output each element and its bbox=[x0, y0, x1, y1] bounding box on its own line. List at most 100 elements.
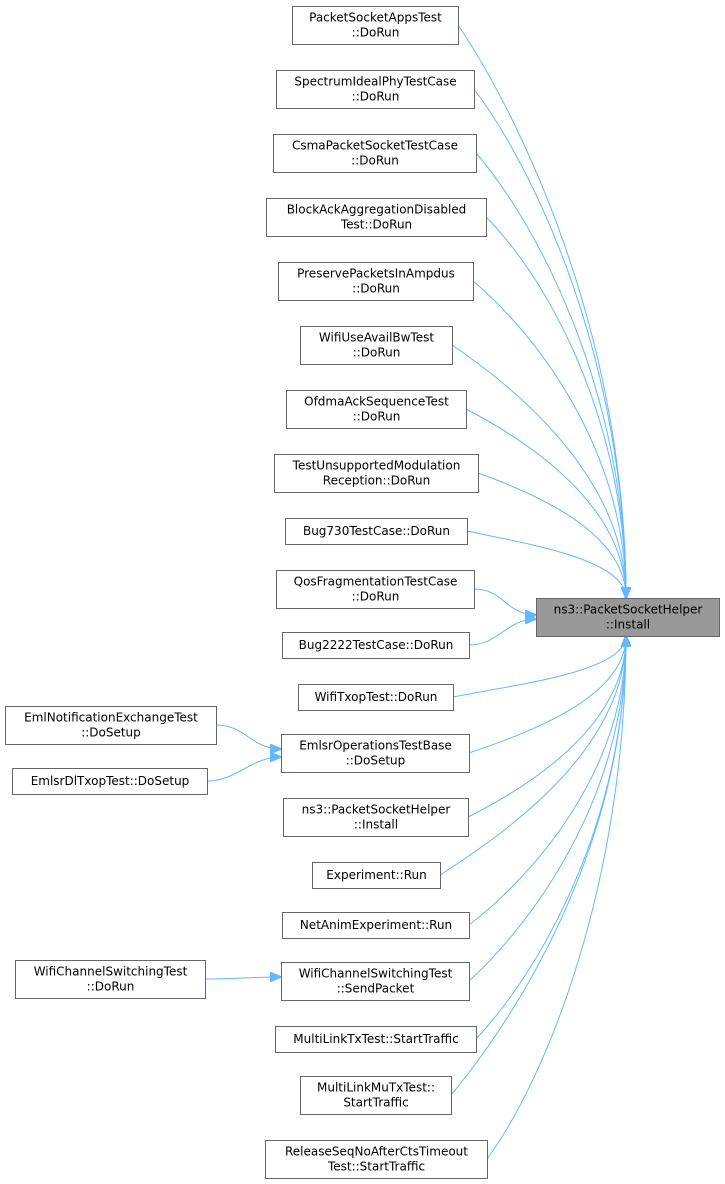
node-label-line: EmlNotificationExchangeTest bbox=[24, 711, 198, 725]
node-box bbox=[15, 960, 206, 999]
edge-n1-to-target bbox=[457, 24, 626, 598]
node-n18[interactable]: MultiLinkTxTest::StartTraffic bbox=[275, 1026, 477, 1053]
edge-l1-to-n13 bbox=[215, 724, 281, 749]
node-label-line: ::DoRun bbox=[352, 90, 400, 104]
node-label-line: ::Install bbox=[606, 618, 650, 632]
node-l3[interactable]: WifiChannelSwitchingTest::DoRun bbox=[15, 960, 206, 999]
node-label-line: PacketSocketAppsTest bbox=[309, 11, 442, 25]
node-label-line: SpectrumIdealPhyTestCase bbox=[294, 75, 456, 89]
node-label-line: NetAnimExperiment::Run bbox=[300, 918, 452, 932]
node-label-line: ::DoSetup bbox=[346, 754, 406, 768]
node-label-line: ::DoRun bbox=[352, 590, 400, 604]
node-box bbox=[312, 862, 441, 889]
edges-layer bbox=[204, 24, 626, 1160]
node-label-line: MultiLinkMuTxTest:: bbox=[317, 1081, 435, 1095]
node-box bbox=[283, 798, 469, 837]
node-label-line: OfdmaAckSequenceTest bbox=[304, 395, 449, 409]
node-n10[interactable]: QosFragmentationTestCase::DoRun bbox=[276, 570, 475, 609]
node-label-line: WifiUseAvailBwTest bbox=[319, 331, 435, 345]
node-n2[interactable]: SpectrumIdealPhyTestCase::DoRun bbox=[276, 70, 475, 109]
node-box bbox=[536, 598, 720, 637]
node-label-line: WifiChannelSwitchingTest bbox=[299, 967, 453, 981]
node-n17[interactable]: WifiChannelSwitchingTest::SendPacket bbox=[281, 962, 470, 1001]
node-n20[interactable]: ReleaseSeqNoAfterCtsTimeoutTest::StartTr… bbox=[265, 1140, 488, 1179]
node-box bbox=[281, 962, 470, 1001]
node-label-line: Experiment::Run bbox=[326, 868, 426, 882]
edge-l3-to-n17 bbox=[204, 977, 281, 979]
node-label-line: ns3::PacketSocketHelper bbox=[554, 603, 703, 617]
edge-n13-to-target bbox=[468, 636, 626, 754]
node-n13[interactable]: EmlsrOperationsTestBase::DoSetup bbox=[281, 734, 470, 773]
node-label-line: ::SendPacket bbox=[337, 982, 415, 996]
node-box bbox=[286, 390, 467, 429]
node-n7[interactable]: OfdmaAckSequenceTest::DoRun bbox=[286, 390, 467, 429]
edge-n8-to-target bbox=[477, 472, 626, 598]
node-box bbox=[298, 684, 454, 711]
node-label-line: ::DoRun bbox=[352, 26, 400, 40]
node-box bbox=[300, 326, 453, 365]
node-l2[interactable]: EmlsrDlTxopTest::DoSetup bbox=[12, 768, 208, 795]
node-l1[interactable]: EmlNotificationExchangeTest::DoSetup bbox=[5, 706, 217, 745]
node-label-line: ::DoRun bbox=[353, 346, 401, 360]
node-label-line: ::DoRun bbox=[351, 154, 399, 168]
edge-n14-to-target bbox=[467, 636, 626, 818]
node-box bbox=[282, 632, 470, 659]
node-n16[interactable]: NetAnimExperiment::Run bbox=[282, 912, 470, 939]
edge-l2-to-n13 bbox=[206, 757, 281, 782]
node-n12[interactable]: WifiTxopTest::DoRun bbox=[298, 684, 454, 711]
node-box bbox=[274, 454, 479, 493]
node-label-line: CsmaPacketSocketTestCase bbox=[292, 139, 458, 153]
node-n15[interactable]: Experiment::Run bbox=[312, 862, 441, 889]
node-box bbox=[282, 912, 470, 939]
edge-n9-to-target bbox=[466, 530, 626, 598]
node-n11[interactable]: Bug2222TestCase::DoRun bbox=[282, 632, 470, 659]
edge-n17-to-target bbox=[468, 636, 626, 982]
node-box bbox=[266, 198, 487, 237]
node-label-line: ::DoRun bbox=[352, 282, 400, 296]
node-n14[interactable]: ns3::PacketSocketHelper::Install bbox=[283, 798, 469, 837]
edge-n4-to-target bbox=[485, 216, 626, 598]
edge-n16-to-target bbox=[468, 636, 626, 926]
node-n1[interactable]: PacketSocketAppsTest::DoRun bbox=[292, 6, 459, 45]
edge-n18-to-target bbox=[475, 636, 626, 1040]
node-n19[interactable]: MultiLinkMuTxTest::StartTraffic bbox=[300, 1076, 452, 1115]
nodes-layer: ns3::PacketSocketHelper::Install PacketSo… bbox=[5, 6, 720, 1179]
node-label-line: EmlsrDlTxopTest::DoSetup bbox=[31, 774, 190, 788]
node-label-line: ::DoRun bbox=[353, 410, 401, 424]
node-label-line: WifiChannelSwitchingTest bbox=[34, 965, 188, 979]
node-n6[interactable]: WifiUseAvailBwTest::DoRun bbox=[300, 326, 453, 365]
node-label-line: ReleaseSeqNoAfterCtsTimeout bbox=[285, 1145, 468, 1159]
edge-n19-to-target bbox=[450, 636, 626, 1096]
node-n3[interactable]: CsmaPacketSocketTestCase::DoRun bbox=[273, 134, 477, 173]
node-box bbox=[275, 1026, 477, 1053]
edge-n20-to-target bbox=[486, 636, 626, 1160]
node-n8[interactable]: TestUnsupportedModulationReception::DoRu… bbox=[274, 454, 479, 493]
node-box bbox=[276, 570, 475, 609]
node-label-line: EmlsrOperationsTestBase bbox=[299, 739, 452, 753]
node-label-line: WifiTxopTest::DoRun bbox=[315, 690, 438, 704]
node-label-line: Bug730TestCase::DoRun bbox=[303, 524, 450, 538]
node-label-line: ns3::PacketSocketHelper bbox=[302, 803, 451, 817]
node-box bbox=[292, 6, 459, 45]
node-n5[interactable]: PreservePacketsInAmpdus::DoRun bbox=[278, 262, 474, 301]
edge-n7-to-target bbox=[465, 408, 626, 598]
node-label-line: ::DoSetup bbox=[81, 726, 141, 740]
node-label-line: Bug2222TestCase::DoRun bbox=[299, 638, 454, 652]
node-box bbox=[278, 262, 474, 301]
edge-n11-to-target bbox=[468, 619, 536, 646]
node-label-line: Reception::DoRun bbox=[323, 474, 430, 488]
node-label-line: ::Install bbox=[354, 818, 398, 832]
node-box bbox=[276, 70, 475, 109]
node-label-line: TestUnsupportedModulation bbox=[292, 459, 461, 473]
node-label-line: Test::StartTraffic bbox=[327, 1160, 425, 1174]
node-box bbox=[281, 734, 470, 773]
node-label-line: Test::DoRun bbox=[340, 218, 412, 232]
node-n9[interactable]: Bug730TestCase::DoRun bbox=[285, 518, 468, 545]
edge-n12-to-target bbox=[452, 636, 626, 698]
edge-n5-to-target bbox=[472, 280, 626, 598]
node-label-line: StartTraffic bbox=[343, 1096, 408, 1110]
node-target-packetsockethelper-install[interactable]: ns3::PacketSocketHelper::Install bbox=[536, 598, 720, 637]
edge-n6-to-target bbox=[451, 344, 626, 598]
